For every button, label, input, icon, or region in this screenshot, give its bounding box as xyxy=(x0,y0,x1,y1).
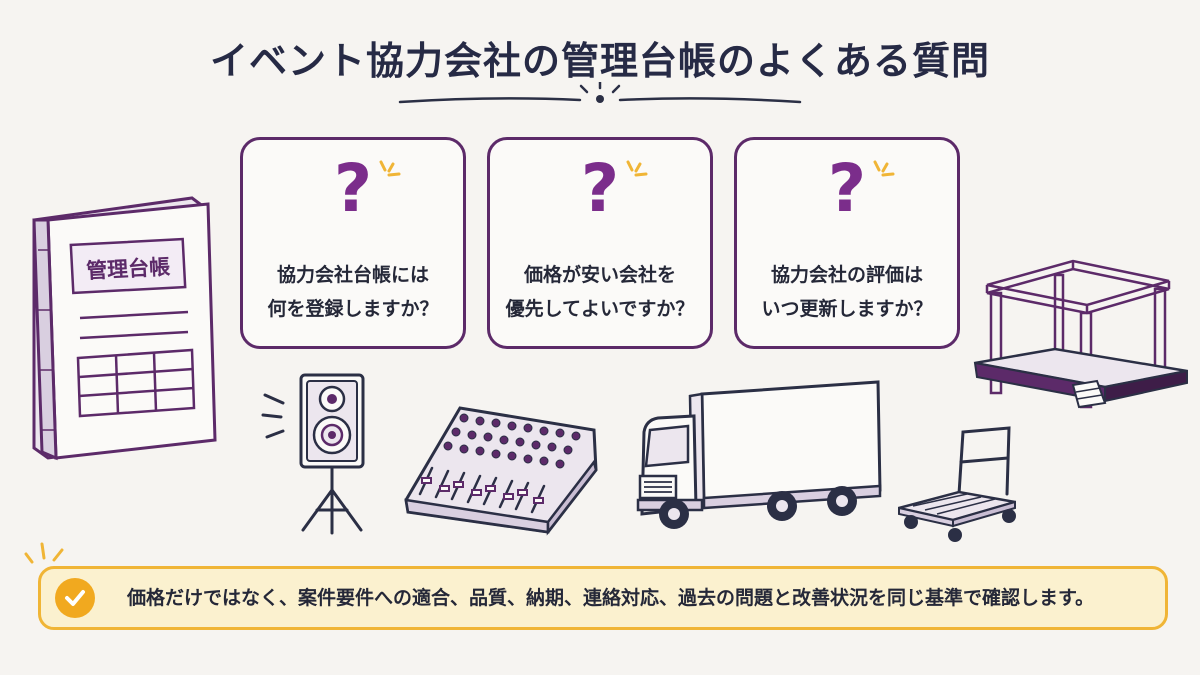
question-mark-icon: ? xyxy=(580,150,620,227)
check-icon xyxy=(55,578,95,618)
delivery-truck-illustration xyxy=(636,380,882,529)
faq-question-text: 協力会社台帳には 何を登録しますか？ xyxy=(267,264,439,320)
faq-question-text: 価格が安い会社を 優先してよいですか？ xyxy=(505,264,695,320)
stage-truss-illustration xyxy=(973,259,1188,409)
audio-mixer-illustration xyxy=(404,406,598,536)
faq-card-1[interactable]: ? 協力会社台帳には 何を登録しますか？ xyxy=(240,137,466,349)
question-mark-icon: ? xyxy=(827,150,867,227)
faq-question-text: 協力会社の評価は いつ更新しますか？ xyxy=(761,264,933,320)
title-underline-decoration xyxy=(398,82,802,104)
ledger-label: 管理台帳 xyxy=(86,255,171,283)
sparkle-icon xyxy=(379,160,401,177)
faq-card-3[interactable]: ? 協力会社の評価は いつ更新しますか？ xyxy=(734,137,960,349)
sparkle-icon xyxy=(24,542,64,564)
summary-text: 価格だけではなく、案件要件への適合、品質、納期、連絡対応、過去の問題と改善状況を… xyxy=(127,587,1095,609)
sparkle-icon xyxy=(626,160,648,177)
faq-card-2[interactable]: ? 価格が安い会社を 優先してよいですか？ xyxy=(487,137,713,349)
question-mark-icon: ? xyxy=(333,150,373,227)
summary-banner: 価格だけではなく、案件要件への適合、品質、納期、連絡対応、過去の問題と改善状況を… xyxy=(38,566,1168,630)
sparkle-icon xyxy=(873,160,895,177)
speaker-illustration xyxy=(261,373,365,535)
page-title: イベント協力会社の管理台帳のよくある質問 xyxy=(209,39,990,83)
hand-cart-illustration xyxy=(898,426,1016,542)
ledger-book-illustration: 管理台帳 xyxy=(32,196,217,461)
